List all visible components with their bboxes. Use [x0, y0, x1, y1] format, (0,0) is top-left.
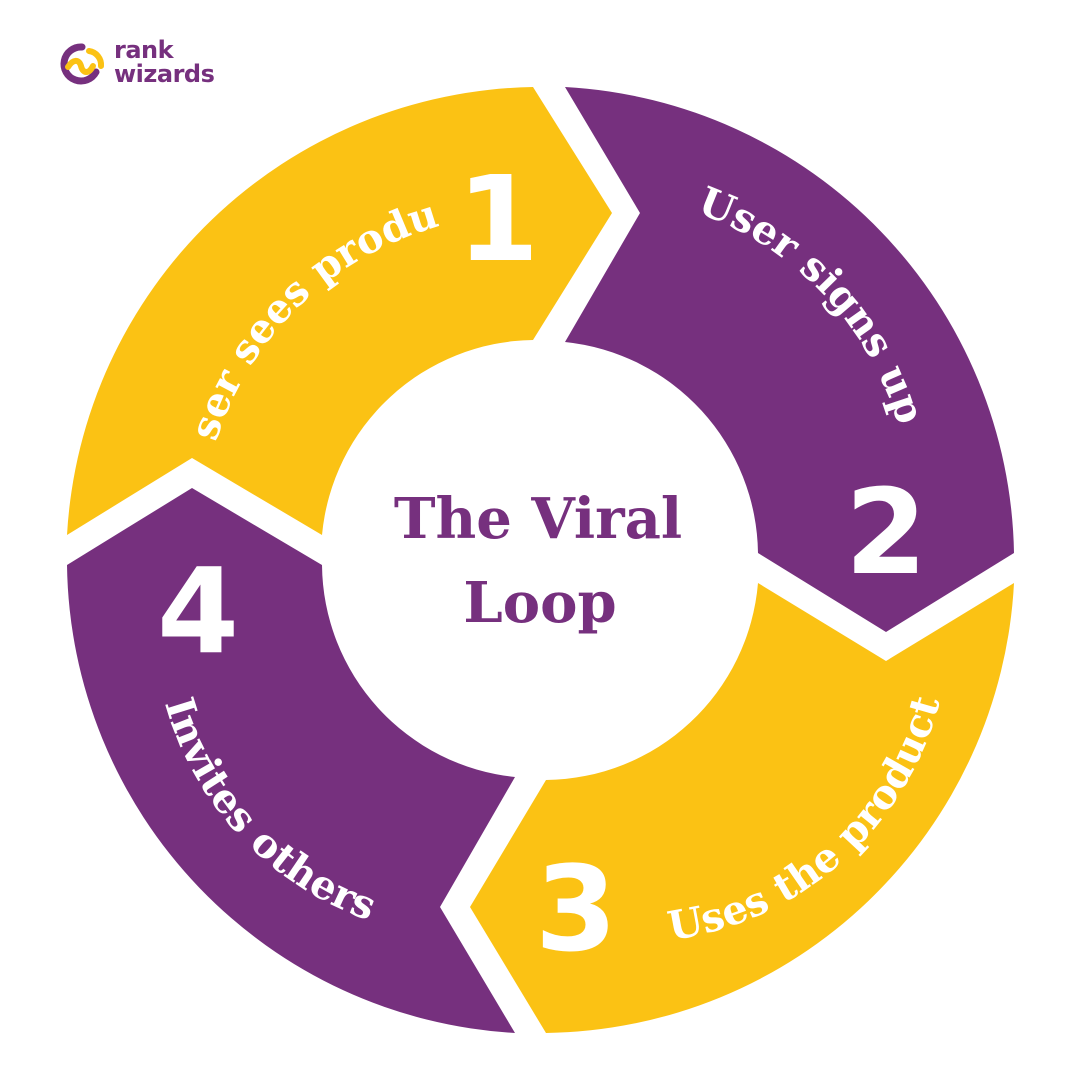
- step-3-number: 3: [535, 840, 617, 978]
- rank-wizards-logo-icon: [60, 43, 105, 85]
- step-2-segment: [565, 87, 1014, 632]
- step-4-segment: [67, 488, 515, 1033]
- step-1-number: 1: [457, 150, 539, 288]
- brand-name-line2: wizards: [114, 60, 215, 88]
- center-title-line1: The Viral: [394, 486, 682, 552]
- brand-name-line1: rank: [114, 36, 174, 64]
- center-title-line2: Loop: [463, 570, 616, 636]
- step-1-segment: [67, 87, 612, 535]
- step-4-number: 4: [157, 542, 239, 680]
- step-2-number: 2: [845, 463, 927, 601]
- step-3-segment: [470, 583, 1014, 1033]
- brand-logo: rank wizards: [56, 36, 246, 92]
